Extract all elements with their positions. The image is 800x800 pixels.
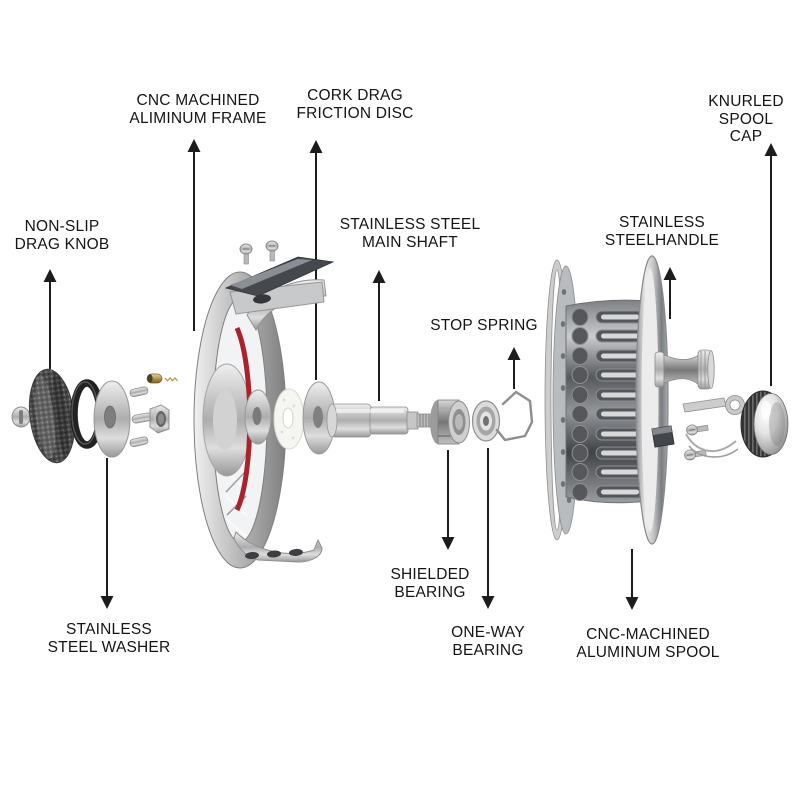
- part-drag-knob: [28, 368, 76, 464]
- label-frame: CNC MACHINED ALIMINUM FRAME: [129, 92, 267, 127]
- spool-ports: [571, 308, 645, 501]
- label-handle: STAINLESS STEELHANDLE: [604, 214, 720, 249]
- label-shielded: SHIELDED BEARING: [390, 566, 470, 601]
- label-oneway: ONE-WAY BEARING: [451, 624, 525, 659]
- part-one-way-bearing: [471, 400, 501, 442]
- label-cap: KNURLED SPOOL CAP: [708, 93, 784, 145]
- part-main-shaft: [326, 403, 433, 438]
- frame-screws: [239, 240, 279, 265]
- part-washer-large: [302, 381, 336, 455]
- label-knob: NON-SLIP DRAG KNOB: [14, 218, 110, 253]
- part-spool-wrench: [682, 395, 745, 415]
- part-shielded-bearing: [430, 399, 470, 445]
- part-drag-washer: [93, 380, 131, 458]
- part-cork-disc: [273, 388, 305, 450]
- label-spool: CNC-MACHINED ALUMINUM SPOOL: [576, 626, 720, 661]
- part-brass-bushing: [146, 373, 178, 384]
- label-shaft: STAINLESS STEEL MAIN SHAFT: [339, 216, 481, 251]
- part-frame: [193, 240, 335, 569]
- part-wire-spring: [685, 433, 739, 458]
- part-spool: [544, 255, 669, 545]
- leader-arrows: [43, 139, 778, 610]
- label-spring: STOP SPRING: [430, 317, 538, 334]
- part-washer-small: [244, 389, 272, 445]
- label-washer: STAINLESS STEEL WASHER: [47, 621, 171, 656]
- frame-reel-foot: [224, 256, 335, 297]
- part-handle: [654, 349, 715, 390]
- part-pins: [129, 386, 153, 448]
- part-hex-nut: [149, 404, 170, 434]
- part-spool-cap: [740, 390, 789, 458]
- part-stop-spring: [495, 390, 534, 442]
- part-clicker-tab: [651, 425, 675, 448]
- label-cork: CORK DRAG FRICTION DISC: [296, 87, 414, 122]
